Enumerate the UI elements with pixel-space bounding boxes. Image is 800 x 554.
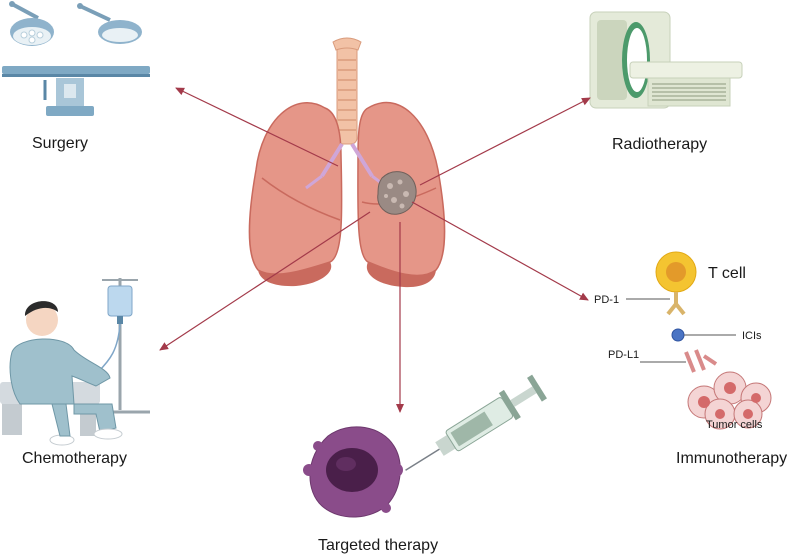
chemotherapy-icon: [0, 278, 150, 446]
label-surgery: Surgery: [32, 135, 88, 152]
targeted-therapy-icon: [303, 374, 547, 518]
arrow-to-chemotherapy: [159, 211, 371, 351]
label-icis: ICIs: [742, 330, 762, 342]
arrow-to-radiotherapy: [419, 97, 591, 186]
label-pd-1: PD-1: [594, 294, 619, 306]
radiotherapy-icon: [589, 11, 743, 109]
label-radiotherapy: Radiotherapy: [612, 136, 707, 153]
surgery-icon: [2, 1, 150, 116]
lungs-illustration: [248, 37, 446, 288]
label-tumor-cells: Tumor cells: [706, 419, 763, 431]
immunotherapy-icon: [626, 251, 772, 430]
label-immunotherapy: Immunotherapy: [676, 450, 787, 467]
label-chemotherapy: Chemotherapy: [22, 450, 127, 467]
arrow-to-immunotherapy: [411, 201, 589, 301]
arrow-to-surgery: [175, 87, 339, 167]
arrows: [159, 87, 591, 413]
label-pd-l1: PD-L1: [608, 349, 639, 361]
label-t-cell: T cell: [708, 265, 746, 282]
label-targeted-therapy: Targeted therapy: [318, 537, 438, 554]
